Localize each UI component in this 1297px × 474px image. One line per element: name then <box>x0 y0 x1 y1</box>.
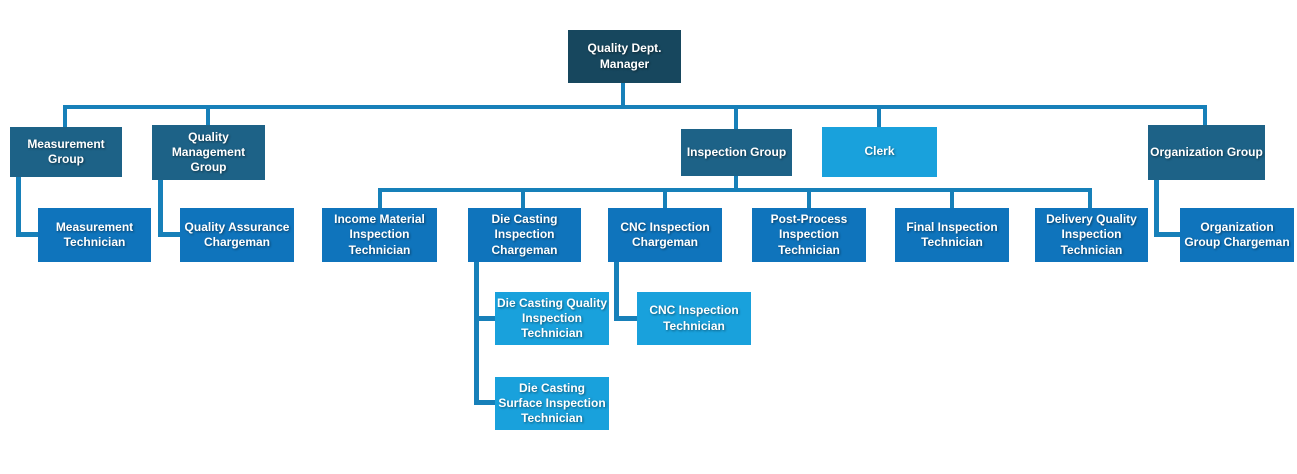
connector-row3-hline <box>378 188 1092 192</box>
node-die-casting-quality-inspection-technician: Die Casting Quality Inspection Technicia… <box>495 292 609 345</box>
connector-quality-mgmt-elbow-h <box>158 232 180 237</box>
node-delivery-quality-inspection-technician: Delivery Quality Inspection Technician <box>1035 208 1148 262</box>
connector-organization-elbow-h <box>1154 232 1180 237</box>
connector-die-casting-elbow-h2 <box>474 400 495 405</box>
connector-organization-elbow-v <box>1154 180 1159 237</box>
node-cnc-inspection-chargeman: CNC Inspection Chargeman <box>608 208 722 262</box>
connector-drop-post-process <box>807 191 811 208</box>
connector-drop-inspection <box>734 108 738 129</box>
connector-cnc-elbow-h <box>614 316 637 321</box>
connector-drop-organization <box>1203 108 1207 125</box>
connector-die-casting-elbow-h1 <box>474 316 495 321</box>
connector-drop-measurement <box>63 108 67 127</box>
connector-drop-final <box>950 191 954 208</box>
connector-die-casting-elbow-v <box>474 262 479 405</box>
connector-measurement-elbow-v <box>16 177 21 237</box>
connector-manager-drop <box>621 83 625 107</box>
node-organization-group-chargeman: Organization Group Chargeman <box>1180 208 1294 262</box>
connector-drop-income <box>378 191 382 208</box>
node-cnc-inspection-technician: CNC Inspection Technician <box>637 292 751 345</box>
connector-measurement-elbow-h <box>16 232 38 237</box>
node-die-casting-inspection-chargeman: Die Casting Inspection Chargeman <box>468 208 581 262</box>
node-clerk: Clerk <box>822 127 937 177</box>
node-final-inspection-technician: Final Inspection Technician <box>895 208 1009 262</box>
node-organization-group: Organization Group <box>1148 125 1265 180</box>
node-income-material-inspection-technician: Income Material Inspection Technician <box>322 208 437 262</box>
connector-row2-hline <box>63 105 1207 109</box>
node-post-process-inspection-technician: Post-Process Inspection Technician <box>752 208 866 262</box>
node-quality-assurance-chargeman: Quality Assurance Chargeman <box>180 208 294 262</box>
node-quality-dept-manager: Quality Dept. Manager <box>568 30 681 83</box>
connector-drop-quality-mgmt <box>206 108 210 125</box>
node-measurement-technician: Measurement Technician <box>38 208 151 262</box>
node-die-casting-surface-inspection-technician: Die Casting Surface Inspection Technicia… <box>495 377 609 430</box>
connector-drop-clerk <box>877 108 881 127</box>
connector-inspection-drop <box>734 176 738 190</box>
connector-quality-mgmt-elbow-v <box>158 180 163 237</box>
node-measurement-group: Measurement Group <box>10 127 122 177</box>
connector-drop-cnc <box>663 191 667 208</box>
connector-drop-delivery <box>1088 191 1092 208</box>
connector-cnc-elbow-v <box>614 262 619 321</box>
node-quality-management-group: Quality Management Group <box>152 125 265 180</box>
connector-drop-die-casting <box>521 191 525 208</box>
node-inspection-group: Inspection Group <box>681 129 792 176</box>
